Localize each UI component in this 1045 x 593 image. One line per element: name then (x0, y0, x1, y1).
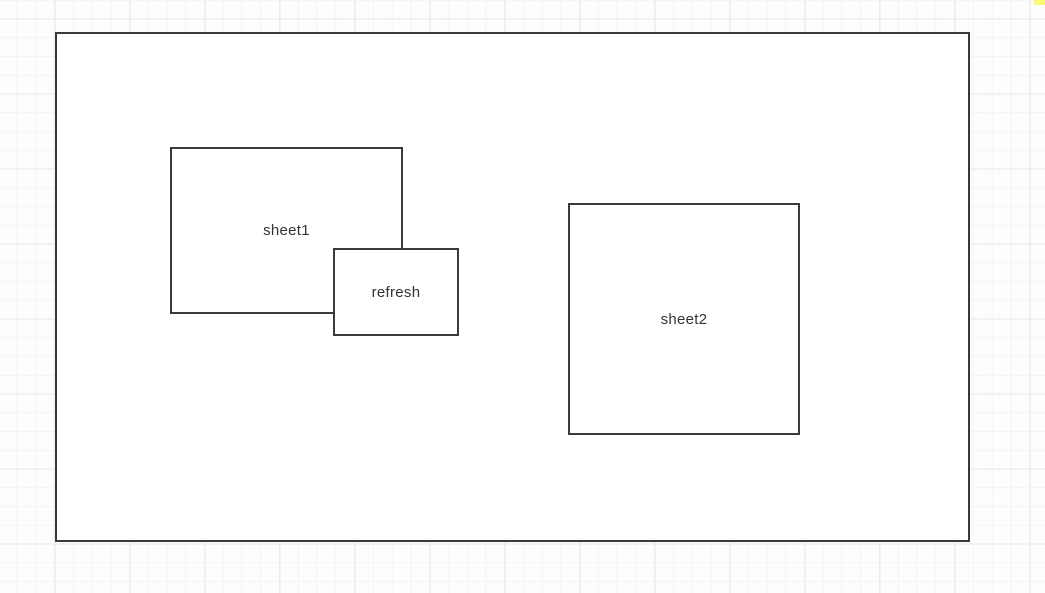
shape-sheet1-label: sheet1 (263, 222, 310, 239)
yellow-marker (1034, 0, 1045, 5)
shape-sheet2[interactable]: sheet2 (568, 203, 800, 435)
shape-sheet1[interactable]: sheet1 (170, 147, 403, 314)
shape-sheet2-label: sheet2 (660, 310, 708, 328)
shape-refresh-label: refresh (371, 283, 421, 301)
shape-refresh[interactable]: refresh (333, 248, 459, 336)
